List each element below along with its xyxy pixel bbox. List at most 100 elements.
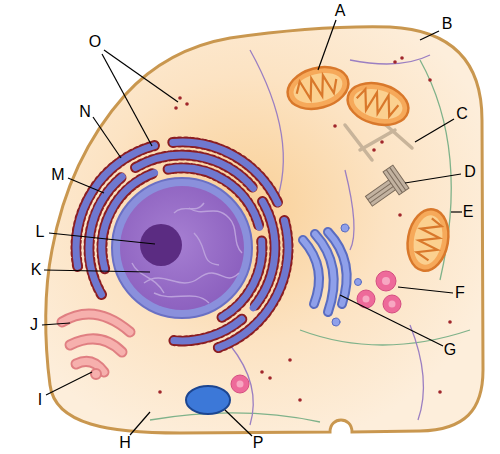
leader-lines-part	[398, 287, 453, 293]
nucleolus	[140, 224, 182, 266]
centrioles-part-part	[390, 167, 406, 190]
callout-letter: J	[30, 317, 38, 333]
centrioles-part	[383, 165, 409, 195]
chromatin-part	[144, 273, 239, 283]
leader-lines-part	[405, 174, 461, 183]
mitochondria-part	[403, 206, 453, 274]
callout-letter: B	[442, 16, 453, 32]
leader-lines-part	[420, 31, 439, 40]
golgi-apparatus-part	[303, 232, 347, 312]
ribosomes-part	[400, 56, 404, 60]
callout-letter: F	[455, 285, 465, 301]
ribosomes-part	[333, 124, 337, 128]
golgi-apparatus-part-part	[303, 240, 319, 304]
callout-letter: C	[456, 106, 468, 122]
chromatin-part	[194, 233, 219, 265]
mitochondria-part-part	[294, 72, 340, 102]
ribosomes-part	[438, 390, 442, 394]
cytoskeleton-part	[345, 170, 354, 250]
smooth-er-part-part	[70, 339, 122, 352]
leader-lines-part	[93, 117, 121, 158]
leader-lines-part	[318, 20, 336, 70]
nucleoplasm	[120, 186, 244, 310]
mitochondria-part-part	[410, 213, 446, 267]
cytoskeleton	[150, 50, 470, 425]
leader-lines-part	[104, 50, 178, 102]
smooth-er-part	[62, 314, 130, 372]
chromatin-part	[189, 208, 242, 253]
ribosomes-part	[398, 213, 402, 217]
cell-membrane	[46, 27, 483, 433]
leader-lines-part	[130, 412, 150, 435]
chromatin	[132, 203, 242, 303]
golgi-apparatus-part	[355, 279, 362, 286]
centrioles-part-part	[370, 184, 396, 202]
lysosomes-part	[237, 381, 244, 388]
lysosomes-part	[389, 301, 396, 308]
nuclear-envelope	[112, 178, 252, 318]
lysosomes-part	[376, 271, 396, 291]
callout-letter: P	[253, 435, 264, 451]
ribosomes-part	[380, 140, 384, 144]
microtubules-part	[345, 125, 372, 160]
callout-letter: M	[51, 167, 64, 183]
callout-letter: E	[463, 204, 474, 220]
leader-lines-part	[42, 323, 70, 325]
centrioles-part-part	[368, 181, 394, 199]
callout-letter: I	[38, 392, 42, 408]
leader-lines-part	[49, 233, 155, 244]
mitochondria-part-part	[403, 206, 453, 274]
ribosomes-part	[178, 96, 182, 100]
chromatin-part	[174, 203, 204, 213]
leader-lines-part	[44, 270, 150, 272]
centrioles-part-part	[383, 165, 409, 195]
smooth-er-part	[91, 369, 101, 379]
leader-lines-part	[46, 372, 92, 395]
leader-lines-part	[225, 410, 252, 436]
callout-letter: H	[119, 435, 131, 451]
callout-letter: D	[464, 164, 476, 180]
ribosomes-part	[185, 102, 189, 106]
centrioles	[365, 165, 408, 206]
smooth-er-part-part	[62, 314, 130, 332]
lysosomes-part	[383, 295, 401, 313]
chromatin-part	[132, 263, 164, 293]
golgi-apparatus-part-part	[315, 234, 334, 312]
callout-letter: L	[36, 224, 45, 240]
cytoskeleton-part	[150, 413, 320, 422]
ribosomes-part	[393, 60, 397, 64]
ribosomes-part	[448, 320, 452, 324]
golgi-apparatus-part	[341, 224, 349, 232]
ribosomes-part	[174, 106, 178, 110]
mitochondria-part-part	[416, 217, 443, 262]
ribosomes	[158, 56, 452, 402]
golgi-apparatus-part	[303, 232, 347, 312]
callout-letter: A	[335, 3, 346, 19]
callout-letter: K	[31, 262, 42, 278]
callout-letter: G	[444, 342, 456, 358]
leader-lines-part	[68, 178, 104, 193]
mitochondria-part-part	[343, 77, 413, 132]
golgi-apparatus	[303, 224, 362, 326]
cytoskeleton-part	[410, 325, 423, 420]
ribosomes-part	[298, 398, 302, 402]
mitochondria-part-part	[290, 68, 346, 108]
microtubules-part	[360, 130, 395, 150]
leader-lines-part	[340, 295, 443, 346]
ribosomes-part	[260, 370, 264, 374]
chromatin-part	[154, 293, 209, 303]
callout-letter: N	[79, 104, 91, 120]
vacuole	[186, 386, 230, 414]
rough-er-part-part	[253, 202, 275, 308]
lysosomes-part	[231, 375, 249, 393]
smooth-er-part-part	[62, 314, 130, 332]
ribosomes-part	[288, 358, 292, 362]
lysosomes-part	[363, 296, 370, 303]
leader-lines-part	[102, 54, 152, 146]
leader-lines-part	[451, 211, 462, 212]
golgi-apparatus-part-part	[303, 240, 319, 304]
ribosomes-part	[428, 78, 432, 82]
smooth-er-part-part	[70, 339, 122, 352]
